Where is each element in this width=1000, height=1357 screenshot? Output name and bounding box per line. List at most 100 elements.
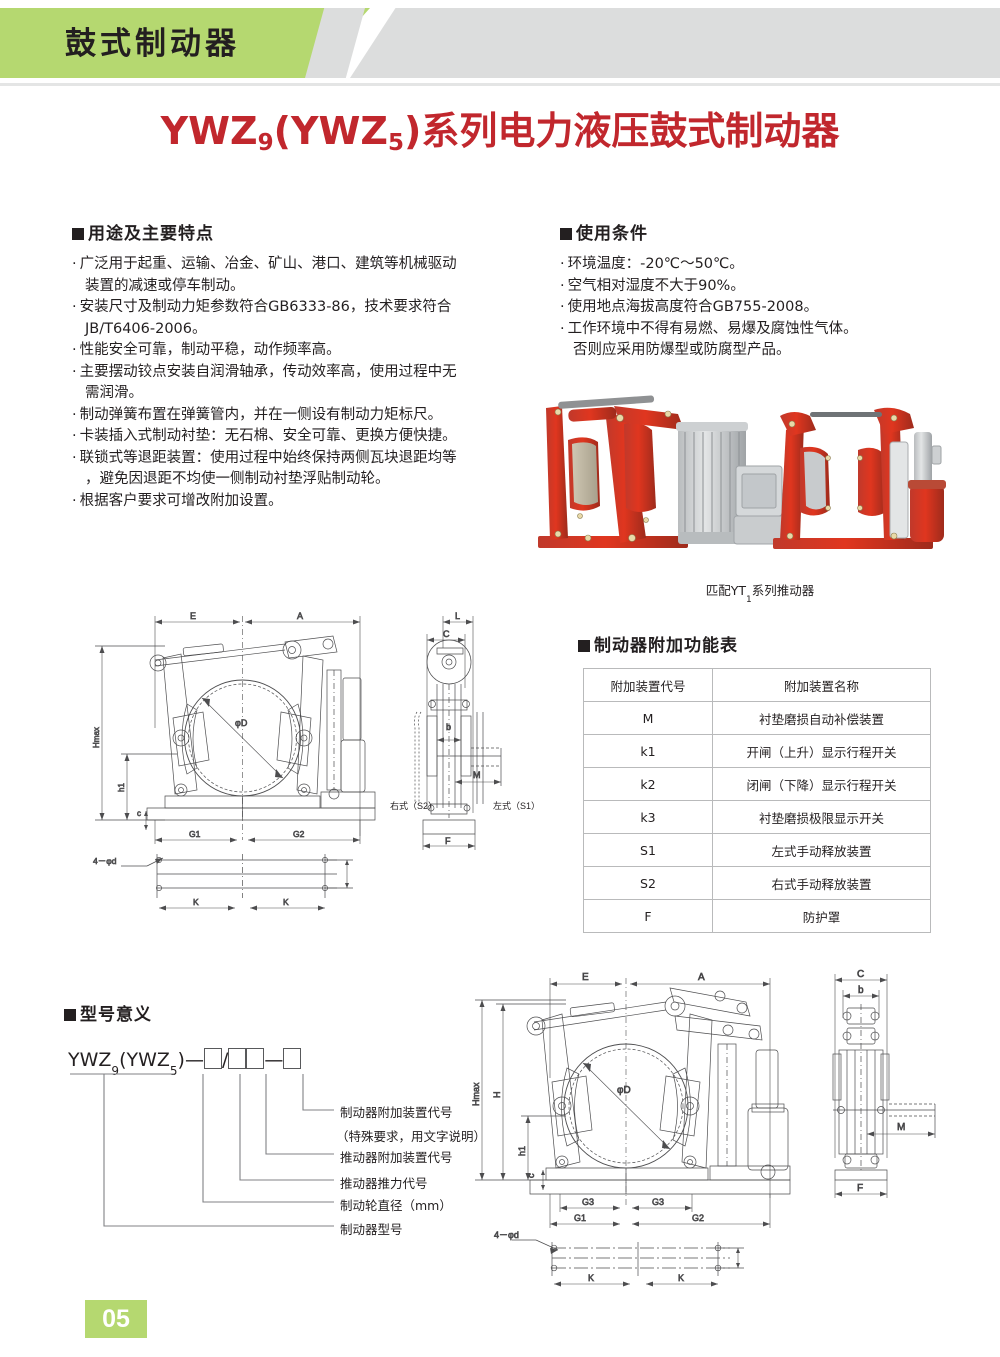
model-slot-pusher-addon [246, 1048, 265, 1069]
dim-label-Hmax: Hmax [471, 1082, 481, 1106]
bullet-square-icon [64, 1009, 76, 1021]
dim-label-C: C [857, 969, 864, 980]
model-code-sub1: 9 [111, 1063, 120, 1078]
list-item: 制动弹簧布置在弹簧管内，并在一侧设有制动力矩标尺。 [72, 405, 532, 427]
cell-name: 开闸（上升）显示行程开关 [712, 734, 931, 768]
model-meaning-heading: 型号意义 [64, 1000, 152, 1025]
cell-code: S2 [583, 866, 713, 900]
photo-right-brake-unit [773, 407, 946, 549]
photo-caption-prefix: 匹配YT [705, 583, 747, 598]
list-item: 主要摆动铰点安装自润滑轴承，传动效率高，使用过程中无 [72, 362, 532, 384]
list-item: 需润滑。 [85, 385, 143, 401]
bullet-square-icon [72, 228, 84, 240]
dim-label-H: H [492, 1092, 502, 1099]
technical-drawing-bottom: E A Hmax H h1 [470, 958, 980, 1303]
view-label-left-s1: 左式（S1） [493, 800, 540, 811]
dim-label-K-1: K [588, 1273, 594, 1283]
list-item: JB/T6406-2006。 [85, 320, 207, 337]
cell-code: M [583, 701, 713, 735]
title-part-2: (YWZ [273, 109, 388, 153]
model-code-slash: / [221, 1049, 229, 1071]
dim-label-A: A [297, 611, 303, 621]
model-code-dash2: — [264, 1049, 284, 1071]
header-gray-band [350, 8, 1000, 78]
table-row: M 衬垫磨损自动补偿装置 [583, 701, 931, 735]
model-leader-lines [70, 1073, 334, 1227]
dim-label-G1: G1 [574, 1213, 586, 1223]
dim-label-c: c [526, 1173, 536, 1178]
list-item: 装置的减速或停车制动。 [85, 277, 245, 294]
dim-label-M: M [897, 1122, 905, 1133]
dim-label-K-2: K [283, 897, 289, 907]
cell-name: 衬垫磨损自动补偿装置 [712, 701, 931, 735]
dim-label-b: b [858, 985, 864, 996]
dim-label-G2: G2 [692, 1213, 704, 1223]
dim-label-Hmax: Hmax [92, 727, 101, 748]
dim-label-M: M [473, 770, 481, 780]
photo-left-brake-unit [538, 395, 787, 548]
model-slot-brake-addon [283, 1048, 302, 1069]
dim-label-h1: h1 [517, 1146, 527, 1156]
cell-name: 右式手动释放装置 [712, 866, 931, 900]
model-label-wheel-diameter: 制动轮直径（mm） [340, 1198, 452, 1213]
features-section: 用途及主要特点 广泛用于起重、运输、冶金、矿山、港口、建筑等机械驱动 装置的减速… [72, 219, 532, 512]
list-item: 安装尺寸及制动力矩参数符合GB6333-86，技术要求符合 [72, 297, 532, 319]
title-sub-5: 5 [387, 130, 404, 156]
product-photos [528, 388, 968, 568]
model-code-part2: (YWZ [119, 1049, 170, 1071]
list-item: 性能安全可靠，制动平稳，动作频率高。 [72, 340, 532, 362]
title-part-1: YWZ [160, 109, 258, 153]
model-code-dash1: — [184, 1049, 204, 1071]
model-label-brake-addon: 制动器附加装置代号 [340, 1105, 453, 1120]
dim-label-h1: h1 [117, 783, 126, 792]
features-heading-label: 用途及主要特点 [88, 224, 214, 244]
header-bottom-rule [0, 83, 1000, 86]
table-row: F 防护罩 [583, 899, 931, 933]
model-slot-diameter [203, 1048, 222, 1069]
page-title: YWZ9(YWZ5)系列电力液压鼓式制动器 [0, 100, 1000, 156]
dim-label-phiD: φD [235, 718, 248, 728]
model-meaning-heading-label: 型号意义 [80, 1005, 152, 1025]
cell-name: 防护罩 [712, 899, 931, 933]
drawing-bottom-svg: E A Hmax H h1 [471, 969, 936, 1287]
dim-label-G3-1: G3 [582, 1197, 594, 1207]
table-row: k2 闭闸（下降）显示行程开关 [583, 767, 931, 801]
list-item: 否则应采用防爆型或防腐型产品。 [573, 342, 791, 358]
list-item: 使用地点海拔高度符合GB755-2008。 [560, 297, 960, 319]
table-header-row: 附加装置代号 附加装置名称 [583, 668, 931, 702]
list-item: 环境温度：-20℃～50℃。 [560, 254, 960, 276]
list-item: 广泛用于起重、运输、冶金、矿山、港口、建筑等机械驱动 [72, 254, 532, 276]
column-header-code: 附加装置代号 [583, 668, 713, 702]
dim-label-E: E [190, 611, 196, 621]
list-item: 根据客户要求可增改附加设置。 [72, 491, 532, 513]
model-label-special-note: （特殊要求，用文字说明） [336, 1129, 487, 1144]
dim-label-A: A [698, 972, 705, 983]
photo-caption: 匹配YT1系列推动器 [560, 580, 960, 605]
photo-caption-sub: 1 [746, 594, 752, 605]
column-header-name: 附加装置名称 [712, 668, 931, 702]
cell-code: k2 [583, 767, 713, 801]
model-label-thrust-code: 推动器推力代号 [340, 1176, 428, 1191]
conditions-list: 环境温度：-20℃～50℃。 空气相对湿度不大于90%。 使用地点海拔高度符合G… [560, 254, 960, 362]
dim-label-4phid: 4－φd [93, 856, 117, 866]
model-designation-diagram: YWZ9(YWZ5)—/— 制动器附加装置代号 （特殊要求，用文字说明） 推动器… [68, 1042, 488, 1262]
cell-name: 闭闸（下降）显示行程开关 [712, 767, 931, 801]
addfn-heading: 制动器附加功能表 [578, 631, 738, 656]
conditions-heading: 使用条件 [560, 219, 960, 244]
model-code-sub2: 5 [169, 1063, 178, 1078]
bullet-square-icon [560, 228, 572, 240]
dim-label-b: b [446, 722, 451, 732]
features-heading: 用途及主要特点 [72, 219, 532, 244]
model-label-pusher-addon: 推动器附加装置代号 [340, 1150, 453, 1165]
conditions-section: 使用条件 环境温度：-20℃～50℃。 空气相对湿度不大于90%。 使用地点海拔… [560, 219, 960, 362]
conditions-heading-label: 使用条件 [576, 224, 648, 244]
addfn-heading-label: 制动器附加功能表 [594, 636, 738, 656]
cell-name: 左式手动释放装置 [712, 833, 931, 867]
cell-code: k1 [583, 734, 713, 768]
table-row: k3 衬垫磨损极限显示开关 [583, 800, 931, 834]
dim-label-G1: G1 [189, 829, 201, 839]
model-code-expression: YWZ9(YWZ5)—/— [68, 1048, 302, 1078]
dim-label-F: F [857, 1183, 863, 1194]
dim-label-E: E [582, 972, 589, 983]
